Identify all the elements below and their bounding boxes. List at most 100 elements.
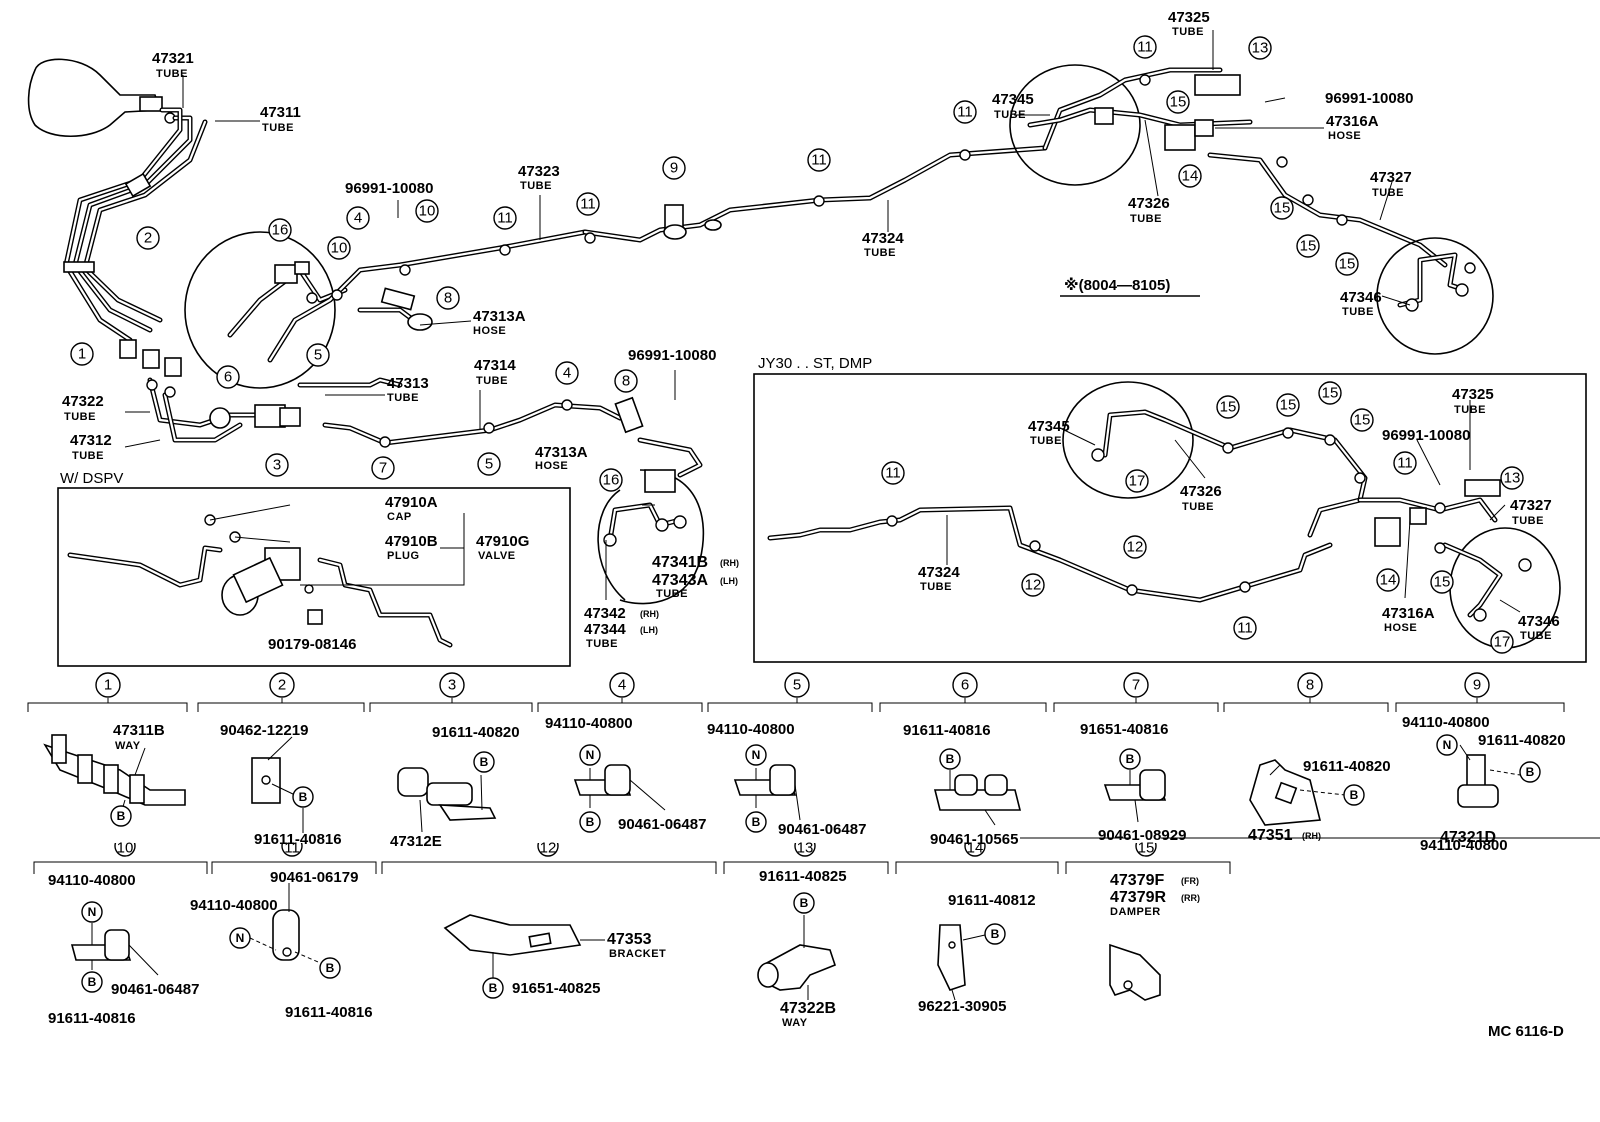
label-47314-num: 47314 <box>474 357 516 374</box>
svg-text:10: 10 <box>331 240 348 257</box>
svg-text:1: 1 <box>78 346 86 363</box>
svg-text:B: B <box>117 809 126 823</box>
label-47325-b-num: 47325 <box>1452 386 1494 403</box>
label-47321-desc: TUBE <box>156 68 188 80</box>
svg-text:6: 6 <box>224 369 232 386</box>
label-47321-num: 47321 <box>152 50 194 67</box>
fastener-markers: B B B N B N B B B B N B N B N B B B B <box>81 734 1541 999</box>
label-47343A-num: 47343A <box>652 572 708 589</box>
callout-16: 16 <box>268 218 292 242</box>
svg-text:5: 5 <box>314 347 322 364</box>
detail-10-part-c: 91611-40816 <box>48 1010 136 1027</box>
callout-11: 11 <box>1133 35 1157 59</box>
callout-7: 7 <box>371 456 395 480</box>
junction-fittings <box>119 339 301 443</box>
svg-text:16: 16 <box>272 222 289 239</box>
callout-4: 4 <box>346 206 370 230</box>
label-47345-a-desc: TUBE <box>994 109 1026 121</box>
detail-8-part-b-sub: (RH) <box>1302 831 1321 841</box>
svg-text:8: 8 <box>1306 677 1314 694</box>
callout-11: 11 <box>1233 616 1257 640</box>
svg-text:12: 12 <box>1025 577 1042 594</box>
svg-text:12: 12 <box>1127 539 1144 556</box>
callout-11: 11 <box>881 461 905 485</box>
detail-7-part-b: 90461-08929 <box>1098 827 1186 844</box>
detail-15-part-b-num: 47379R <box>1110 889 1166 906</box>
label-47323-num: 47323 <box>518 163 560 180</box>
label-47346-b-num: 47346 <box>1518 613 1560 630</box>
svg-text:11: 11 <box>811 152 827 169</box>
callout-11: 11 <box>493 206 517 230</box>
detail-13-part-b-num: 47322B <box>780 1000 836 1017</box>
svg-text:10: 10 <box>117 840 134 857</box>
label-47327-a-num: 47327 <box>1370 169 1412 186</box>
callout-15: 15 <box>1216 395 1240 419</box>
svg-text:15: 15 <box>1354 412 1371 429</box>
label-47344-desc: TUBE <box>586 638 618 650</box>
detail-callout-3: 3 <box>439 672 465 698</box>
label-47344-num: 47344 <box>584 621 626 638</box>
clamp-dots <box>306 74 1348 448</box>
callout-5: 5 <box>306 343 330 367</box>
detail-12-part-a-desc: BRACKET <box>609 948 666 960</box>
label-47326-a-num: 47326 <box>1128 195 1170 212</box>
callout-1: 1 <box>70 342 94 366</box>
svg-text:N: N <box>1443 738 1452 752</box>
front-brake-drum <box>184 229 588 389</box>
label-47326-b-desc: TUBE <box>1182 501 1214 513</box>
svg-text:5: 5 <box>793 677 801 694</box>
jy30-title: JY30 . . ST, DMP <box>758 355 872 372</box>
label-47313-num: 47313 <box>387 375 429 392</box>
label-96991-c: 96991-10080 <box>1325 90 1413 107</box>
callout-14: 14 <box>1376 568 1400 592</box>
dspv-inset <box>57 487 571 667</box>
callout-15: 15 <box>1276 393 1300 417</box>
svg-text:9: 9 <box>1473 677 1481 694</box>
label-47313A-b-desc: HOSE <box>535 460 568 472</box>
detail-15-part-b-desc: DAMPER <box>1110 906 1161 918</box>
label-47910A-desc: CAP <box>387 511 412 523</box>
label-47910B-desc: PLUG <box>387 550 420 562</box>
label-47313A-a-desc: HOSE <box>473 325 506 337</box>
master-cylinder-area <box>27 58 208 343</box>
svg-text:4: 4 <box>618 677 626 694</box>
svg-text:B: B <box>1526 765 1535 779</box>
detail-8-part-b-num: 47351 <box>1248 827 1293 844</box>
callout-15: 15 <box>1166 90 1190 114</box>
label-47325-b-desc: TUBE <box>1454 404 1486 416</box>
detail-1-part-desc: WAY <box>115 740 141 752</box>
label-47910G-desc: VALVE <box>478 550 516 562</box>
svg-text:B: B <box>489 981 498 995</box>
drawing-code: MC 6116-D <box>1488 1023 1564 1040</box>
label-47345-a-num: 47345 <box>992 91 1034 108</box>
svg-text:B: B <box>586 815 595 829</box>
detail-callout-8: 8 <box>1297 672 1323 698</box>
svg-text:B: B <box>946 752 955 766</box>
label-47327-b-desc: TUBE <box>1512 515 1544 527</box>
callout-15: 15 <box>1335 252 1359 276</box>
svg-text:7: 7 <box>1132 677 1140 694</box>
label-47327-a-desc: TUBE <box>1372 187 1404 199</box>
callout-13: 13 <box>1248 36 1272 60</box>
jy30-inset <box>753 373 1587 663</box>
label-47910G-num: 47910G <box>476 533 529 550</box>
callout-11: 11 <box>953 100 977 124</box>
label-96991-a: 96991-10080 <box>345 180 433 197</box>
detail-4-part-b: 90461-06487 <box>618 816 706 833</box>
part-labels: 47321 TUBE 47311 TUBE 47323 TUBE 96991-1… <box>60 9 1560 653</box>
svg-text:15: 15 <box>1434 574 1451 591</box>
svg-text:16: 16 <box>603 472 620 489</box>
callout-11: 11 <box>1393 451 1417 475</box>
svg-text:11: 11 <box>284 840 300 857</box>
bolt-marker: B <box>319 957 341 979</box>
bolt-marker: B <box>793 892 815 914</box>
detail-9-part-c: 47321D <box>1440 829 1496 846</box>
label-47324-b-num: 47324 <box>918 564 960 581</box>
callout-11: 11 <box>576 192 600 216</box>
callout-15: 15 <box>1318 381 1342 405</box>
callouts-jy30: 11 12 12 11 17 15 15 15 15 11 13 14 15 1… <box>881 381 1524 654</box>
label-47316A-a-num: 47316A <box>1326 113 1379 130</box>
detail-9-part-a: 94110-40800 <box>1402 714 1490 731</box>
svg-text:B: B <box>1126 752 1135 766</box>
label-47313-desc: TUBE <box>387 392 419 404</box>
